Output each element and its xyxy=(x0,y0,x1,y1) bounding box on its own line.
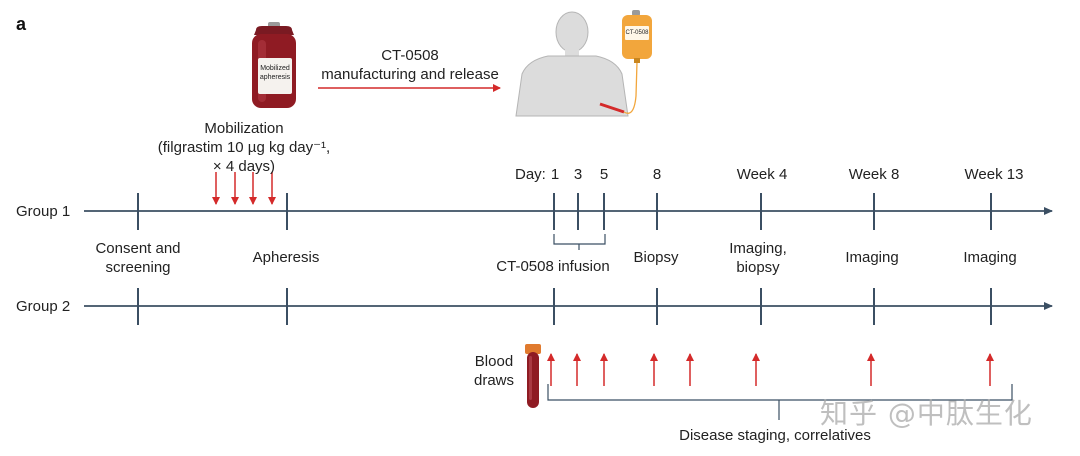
imaging-label: Imaging xyxy=(963,249,1017,266)
infusion-bag-icon xyxy=(622,10,652,63)
group2-ticks xyxy=(137,288,992,325)
patient-icon xyxy=(515,11,629,117)
blood-tube-icon xyxy=(525,344,541,408)
blood-draw-arrows xyxy=(547,353,994,386)
group2-label: Group 2 xyxy=(16,298,71,315)
staging-bracket xyxy=(547,384,1013,420)
day-prefix: Day: xyxy=(515,166,546,183)
infusion-bag-label: CT-0508 xyxy=(625,30,649,36)
apheresis-bag-icon xyxy=(252,22,296,108)
bag-label: Mobilized apheresis xyxy=(259,65,291,81)
day-label: 3 xyxy=(573,166,583,183)
apheresis-label: Apheresis xyxy=(252,249,320,266)
day-label: 8 xyxy=(652,166,662,183)
staging-label: Disease staging, correlatives xyxy=(679,427,871,444)
week-label: Week 4 xyxy=(736,166,788,183)
infusion-bracket xyxy=(553,234,606,250)
group1-ticks xyxy=(137,193,992,230)
infusion-label: CT-0508 infusion xyxy=(496,258,610,275)
blood-draws-label: Blood draws xyxy=(473,353,515,389)
mobilization-arrows xyxy=(212,172,276,205)
consent-label: Consent and screening xyxy=(95,240,181,276)
week-label: Week 8 xyxy=(848,166,900,183)
watermark: 知乎 @中肽生化 xyxy=(820,397,1033,430)
week-label: Week 13 xyxy=(964,166,1024,183)
group1-label: Group 1 xyxy=(16,203,71,220)
day-label: 1 xyxy=(550,166,560,183)
imaging-biopsy-label: Imaging, biopsy xyxy=(729,240,787,276)
iv-line xyxy=(623,61,638,114)
day-label: 5 xyxy=(599,166,609,183)
biopsy-label: Biopsy xyxy=(633,249,679,266)
panel-letter: a xyxy=(16,14,27,34)
mobilization-label: Mobilization (filgrastim 10 µg kg day⁻¹,… xyxy=(157,120,331,175)
imaging-label: Imaging xyxy=(845,249,899,266)
manufacturing-label: CT-0508 manufacturing and release xyxy=(321,47,499,83)
